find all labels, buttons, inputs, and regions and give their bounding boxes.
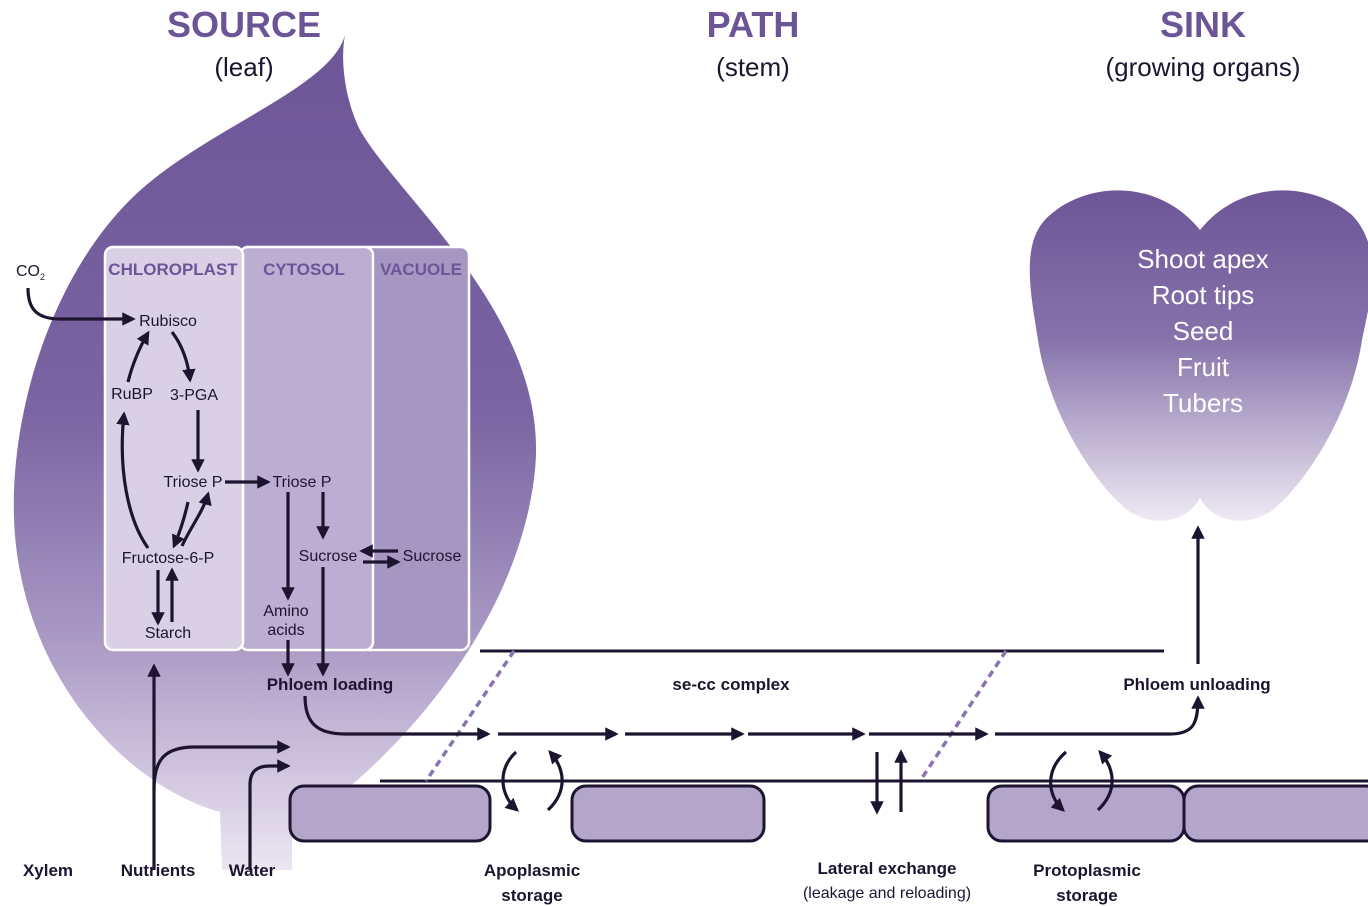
- amino-acids-label-2: acids: [267, 622, 304, 639]
- nutrients-label: Nutrients: [121, 861, 196, 880]
- sucrose-cytosol-label: Sucrose: [299, 548, 358, 565]
- source-title: SOURCE: [167, 4, 321, 45]
- lateral-exchange-label-1: Lateral exchange: [818, 859, 957, 878]
- co2-label: CO2: [16, 263, 45, 282]
- storage-cell-2: [570, 784, 766, 843]
- protoplasmic-storage-label-2: storage: [1056, 886, 1117, 905]
- storage-cell-4: [1182, 784, 1368, 843]
- protoplasmic-storage-label-1: Protoplasmic: [1033, 861, 1141, 880]
- pga-label: 3-PGA: [170, 387, 218, 404]
- phloem-loading-label: Phloem loading: [267, 675, 394, 694]
- metabolic-arrows: [26, 287, 401, 677]
- xylem-label: Xylem: [23, 861, 73, 880]
- sucrose-vacuole-label: Sucrose: [403, 548, 462, 565]
- chloroplast-compartment: [103, 245, 245, 652]
- sink-subtitle: (growing organs): [1105, 52, 1300, 82]
- triose-p-cytosol-label: Triose P: [273, 474, 332, 491]
- source-subtitle: (leaf): [214, 52, 273, 82]
- se-cc-complex-label: se-cc complex: [672, 675, 790, 694]
- vacuole-label: VACUOLE: [380, 260, 462, 279]
- sink-organ-5: Tubers: [1163, 388, 1243, 418]
- fructose-6-p-label: Fructose-6-P: [122, 550, 214, 567]
- sieve-plate-right: [918, 650, 1008, 782]
- apoplasmic-storage-label-2: storage: [501, 886, 562, 905]
- vacuole-compartment: [358, 245, 471, 652]
- rubisco-label: Rubisco: [139, 313, 197, 330]
- lateral-exchange-label-2: (leakage and reloading): [803, 885, 971, 902]
- storage-cell-3: [986, 784, 1186, 843]
- rubp-label: RuBP: [111, 386, 153, 403]
- phloem-unloading-label: Phloem unloading: [1123, 675, 1270, 694]
- sieve-plate-left: [424, 650, 516, 782]
- sink-organ-shape: [1029, 190, 1368, 521]
- triose-p-chloroplast-label: Triose P: [164, 474, 223, 491]
- amino-acids-label-1: Amino: [263, 603, 308, 620]
- path-title: PATH: [707, 4, 800, 45]
- water-label: Water: [229, 861, 276, 880]
- cytosol-compartment: [238, 245, 375, 652]
- chloroplast-label: CHLOROPLAST: [108, 260, 238, 279]
- sink-title: SINK: [1160, 4, 1246, 45]
- sink-organ-1: Shoot apex: [1137, 244, 1269, 274]
- transport-arrows: [147, 525, 1205, 870]
- sink-organ-2: Root tips: [1152, 280, 1255, 310]
- sink-organ-4: Fruit: [1177, 352, 1230, 382]
- path-subtitle: (stem): [716, 52, 790, 82]
- apoplasmic-storage-label-1: Apoplasmic: [484, 861, 580, 880]
- storage-cell-1: [288, 784, 492, 843]
- cytosol-label: CYTOSOL: [263, 260, 345, 279]
- starch-label: Starch: [145, 625, 191, 642]
- sink-organ-3: Seed: [1173, 316, 1234, 346]
